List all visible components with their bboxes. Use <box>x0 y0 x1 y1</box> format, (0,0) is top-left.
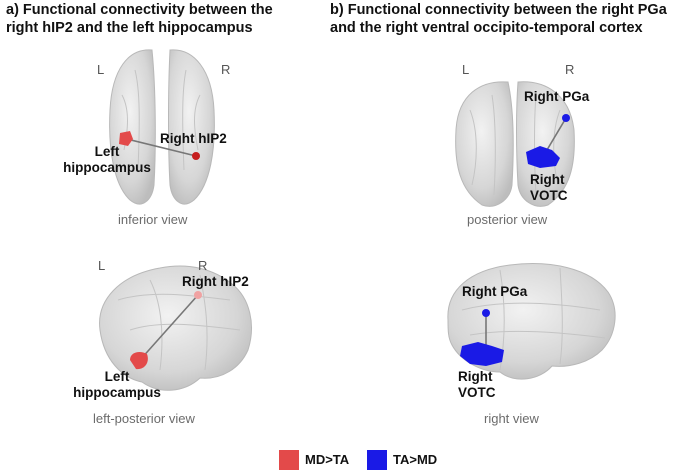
right-marker: R <box>565 62 575 77</box>
right-marker: R <box>221 62 231 77</box>
left-hemisphere-shape <box>109 49 156 205</box>
left-marker: L <box>97 62 105 77</box>
panel-b-title-line2: and the right ventral occipito-temporal … <box>330 20 643 36</box>
legend-label-md-gt-ta: MD>TA <box>305 452 350 467</box>
right-votc-label: Right VOTC <box>458 369 496 400</box>
left-hippocampus-marker <box>119 131 133 146</box>
panel-a-title-line2: right hIP2 and the left hippocampus <box>6 20 253 36</box>
left-marker: L <box>98 258 106 273</box>
left-hippocampus-marker <box>130 352 148 370</box>
right-votc-marker <box>460 342 504 366</box>
left-posterior-view-label: left-posterior view <box>93 411 195 426</box>
right-view-brain <box>447 263 616 380</box>
left-hippocampus-label: Left hippocampus <box>73 369 161 400</box>
legend-label-ta-gt-md: TA>MD <box>393 452 438 467</box>
panel-b-title-line1: b) Functional connectivity between the r… <box>330 2 667 18</box>
inferior-view-brain <box>109 49 215 205</box>
right-pga-label: Right PGa <box>462 284 528 299</box>
legend-swatch-md-gt-ta <box>279 450 299 470</box>
right-hip2-label: Right hIP2 <box>160 131 227 146</box>
panel-a-title: a) Functional connectivity between the r… <box>6 1 326 37</box>
left-hippocampus-label: Left hippocampus <box>63 144 151 175</box>
left-marker: L <box>462 62 470 77</box>
panel-a-title-line1: a) Functional connectivity between the <box>6 2 273 18</box>
right-votc-marker <box>526 146 560 168</box>
left-hemisphere-shape <box>455 81 514 207</box>
connection-line <box>126 138 197 157</box>
right-hemisphere-shape <box>516 81 575 207</box>
right-marker: R <box>198 258 208 273</box>
right-pga-marker <box>482 309 490 317</box>
right-pga-label: Right PGa <box>524 89 590 104</box>
posterior-view-brain <box>455 81 575 207</box>
left-posterior-view-brain <box>99 265 252 391</box>
legend-swatch-ta-gt-md <box>367 450 387 470</box>
right-votc-label: Right VOTC <box>530 172 568 203</box>
right-hip2-marker <box>194 291 202 299</box>
panel-b-title: b) Functional connectivity between the r… <box>330 1 680 37</box>
posterior-view-label: posterior view <box>467 212 548 227</box>
connection-line <box>139 294 199 361</box>
right-hip2-label: Right hIP2 <box>182 274 249 289</box>
right-pga-marker <box>562 114 570 122</box>
right-hip2-marker <box>192 152 200 160</box>
inferior-view-label: inferior view <box>118 212 188 227</box>
right-view-label: right view <box>484 411 539 426</box>
right-hemisphere-shape <box>168 49 215 205</box>
